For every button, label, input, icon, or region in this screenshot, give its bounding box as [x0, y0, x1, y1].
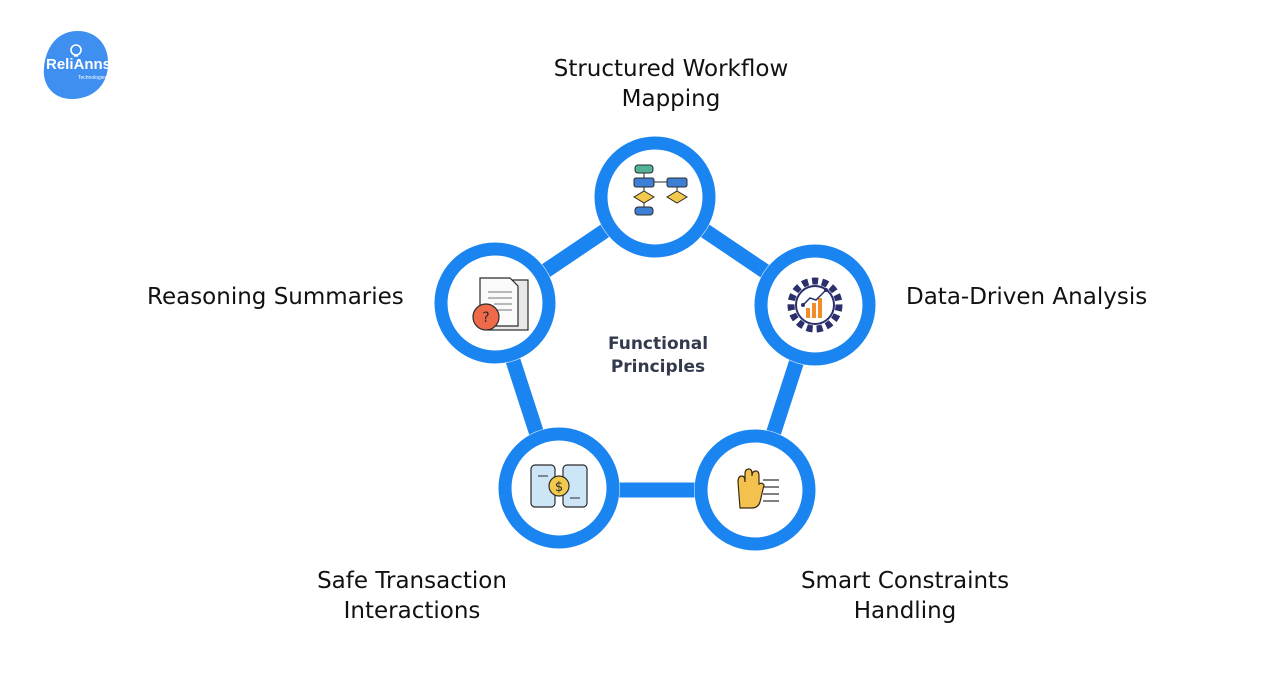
- center-title: Functional Principles: [556, 333, 760, 379]
- label-safe-transaction-line1: Safe Transaction: [317, 568, 507, 594]
- stop-hand-icon: [737, 468, 779, 509]
- svg-text:?: ?: [482, 310, 489, 326]
- label-safe-transaction: Safe Transaction Interactions: [290, 566, 534, 626]
- label-safe-transaction-line2: Interactions: [343, 598, 481, 624]
- node-circle-workflow: [594, 136, 716, 258]
- label-smart-constraints-line1: Smart Constraints: [800, 568, 1010, 594]
- label-smart-constraints-line2: Handling: [853, 598, 957, 624]
- svg-text:$: $: [555, 480, 563, 495]
- label-smart-constraints: Smart Constraints Handling: [769, 566, 1041, 626]
- reliance-logo-icon: [43, 30, 109, 99]
- logo-text: ReliAnns: [46, 56, 112, 73]
- phone-transfer-icon: $: [530, 464, 588, 508]
- label-reasoning-summaries: Reasoning Summaries: [147, 282, 404, 312]
- label-data-driven-line1: Data-Driven Analysis: [906, 284, 1148, 310]
- logo-subtext: Technologies: [78, 75, 108, 81]
- label-structured-workflow-line1: Structured Workflow: [553, 56, 789, 82]
- document-question-icon: ?: [472, 277, 529, 331]
- center-title-line1: Functional: [607, 334, 709, 354]
- label-structured-workflow-line2: Mapping: [621, 86, 721, 112]
- center-title-line2: Principles: [610, 357, 706, 377]
- label-structured-workflow: Structured Workflow Mapping: [521, 54, 821, 114]
- flowchart-icon: [633, 164, 688, 216]
- label-reasoning-summaries-line1: Reasoning Summaries: [147, 284, 404, 310]
- label-data-driven: Data-Driven Analysis: [906, 282, 1147, 312]
- analytics-gear-icon: [787, 277, 843, 333]
